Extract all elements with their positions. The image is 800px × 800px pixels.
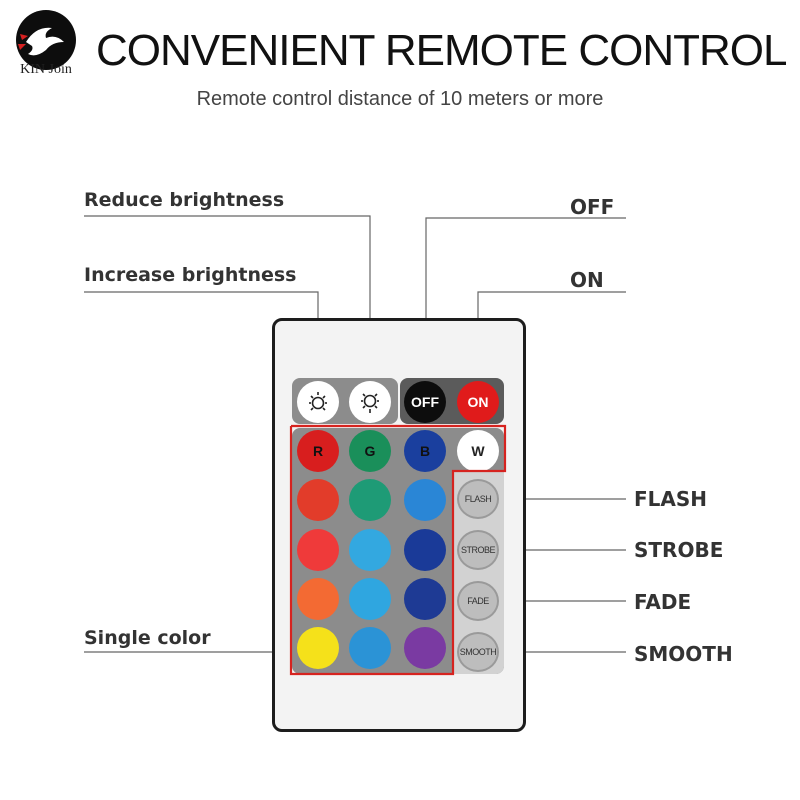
off-button-label: OFF (411, 394, 439, 410)
color-button[interactable] (404, 627, 446, 669)
on-button-label: ON (467, 394, 489, 410)
callout-increase-brightness: Increase brightness (84, 264, 297, 286)
g-label: G (364, 443, 376, 459)
color-button[interactable] (404, 578, 446, 620)
color-button-w[interactable]: W (457, 430, 499, 472)
callout-strobe: STROBE (634, 538, 724, 562)
flash-button-label: FLASH (464, 494, 492, 504)
color-button-g[interactable]: G (349, 430, 391, 472)
strobe-button[interactable]: STROBE (457, 530, 499, 570)
callout-reduce-brightness: Reduce brightness (84, 189, 285, 211)
sun-down-icon (361, 393, 379, 413)
fade-button[interactable]: FADE (457, 581, 499, 621)
increase-brightness-button[interactable] (297, 381, 339, 423)
kin-join-logo (16, 10, 76, 70)
callout-off: OFF (570, 195, 615, 219)
page-subtitle: Remote control distance of 10 meters or … (196, 88, 604, 110)
color-button[interactable] (349, 627, 391, 669)
color-button[interactable] (297, 627, 339, 669)
color-button[interactable] (297, 578, 339, 620)
reduce-brightness-button[interactable] (349, 381, 391, 423)
color-button-r[interactable]: R (297, 430, 339, 472)
on-button[interactable]: ON (457, 381, 499, 423)
sun-up-icon (309, 392, 327, 411)
off-button[interactable]: OFF (404, 381, 446, 423)
color-button[interactable] (349, 578, 391, 620)
color-button-b[interactable]: B (404, 430, 446, 472)
color-button[interactable] (404, 479, 446, 521)
b-label: B (419, 443, 431, 459)
fade-button-label: FADE (467, 596, 489, 606)
r-label: R (312, 443, 324, 459)
strobe-button-label: STROBE (460, 545, 496, 555)
logo-text: KIN Join (20, 62, 72, 77)
color-button[interactable] (349, 479, 391, 521)
callout-smooth: SMOOTH (634, 642, 733, 666)
callout-on: ON (570, 268, 604, 292)
color-button[interactable] (349, 529, 391, 571)
color-button[interactable] (404, 529, 446, 571)
color-button[interactable] (297, 479, 339, 521)
color-button[interactable] (297, 529, 339, 571)
callout-flash: FLASH (634, 487, 708, 511)
flash-button[interactable]: FLASH (457, 479, 499, 519)
callout-fade: FADE (634, 590, 692, 614)
w-label: W (471, 443, 485, 459)
callout-single-color: Single color (84, 627, 211, 649)
page-title: CONVENIENT REMOTE CONTROL (96, 26, 787, 75)
smooth-button-label: SMOOTH (459, 647, 497, 657)
smooth-button[interactable]: SMOOTH (457, 632, 499, 672)
